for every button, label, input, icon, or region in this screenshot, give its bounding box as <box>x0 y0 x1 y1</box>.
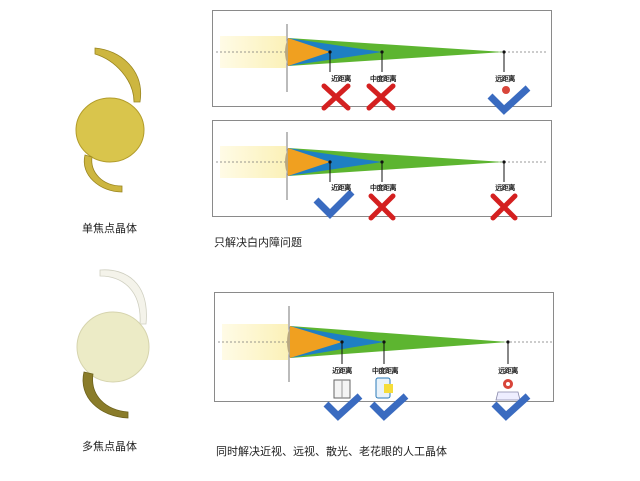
tablet-icon <box>375 377 393 399</box>
far-distance-label: 远距离 <box>495 75 515 83</box>
far-distance-label: 远距离 <box>495 184 515 192</box>
check-icon <box>491 393 531 421</box>
check-icon <box>487 85 531 115</box>
mid-distance-label: 中度距离 <box>372 367 399 375</box>
cross-icon <box>368 193 396 221</box>
book-icon <box>333 379 351 399</box>
mid-distance-label: 中度距离 <box>370 184 397 192</box>
check-icon <box>323 393 363 421</box>
multifocal-lens-image <box>76 269 150 419</box>
cross-icon <box>366 83 396 111</box>
mid-distance-label: 中度距离 <box>370 75 397 83</box>
location-map-icon <box>495 379 521 401</box>
monofocal-lens-label: 单焦点晶体 <box>82 222 137 235</box>
light-cone-diagram-2 <box>216 132 548 221</box>
near-distance-label: 近距离 <box>331 75 351 83</box>
near-distance-label: 近距离 <box>332 367 352 375</box>
check-icon <box>313 189 355 219</box>
cross-icon <box>490 193 518 221</box>
multifocal-caption: 同时解决近视、远视、散光、老花眼的人工晶体 <box>216 445 447 458</box>
light-cone-diagram-1 <box>216 24 548 115</box>
check-icon <box>369 393 409 421</box>
monofocal-caption: 只解决白内障问题 <box>214 236 302 249</box>
location-pin-icon <box>502 86 510 94</box>
far-distance-label: 远距离 <box>498 367 518 375</box>
light-cone-diagram-3 <box>218 306 554 421</box>
multifocal-lens-label: 多焦点晶体 <box>82 440 137 453</box>
near-distance-label: 近距离 <box>331 184 351 192</box>
cross-icon <box>321 83 351 111</box>
monofocal-lens-image <box>75 47 145 193</box>
